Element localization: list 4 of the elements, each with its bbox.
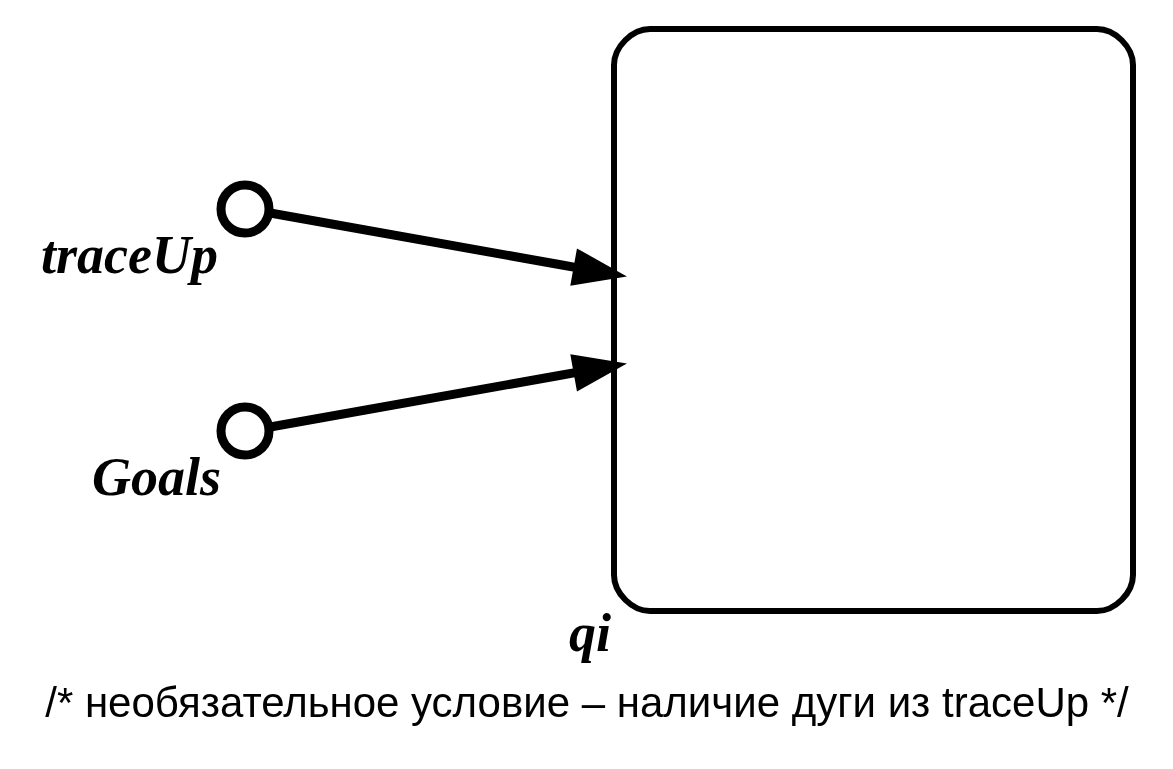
node-label: Goals xyxy=(91,447,221,508)
node-label: traceUp xyxy=(40,225,218,286)
node-label: qi xyxy=(568,603,611,664)
caption: /* необязательное условие – наличие дуги из traceUp */ xyxy=(44,678,1129,726)
